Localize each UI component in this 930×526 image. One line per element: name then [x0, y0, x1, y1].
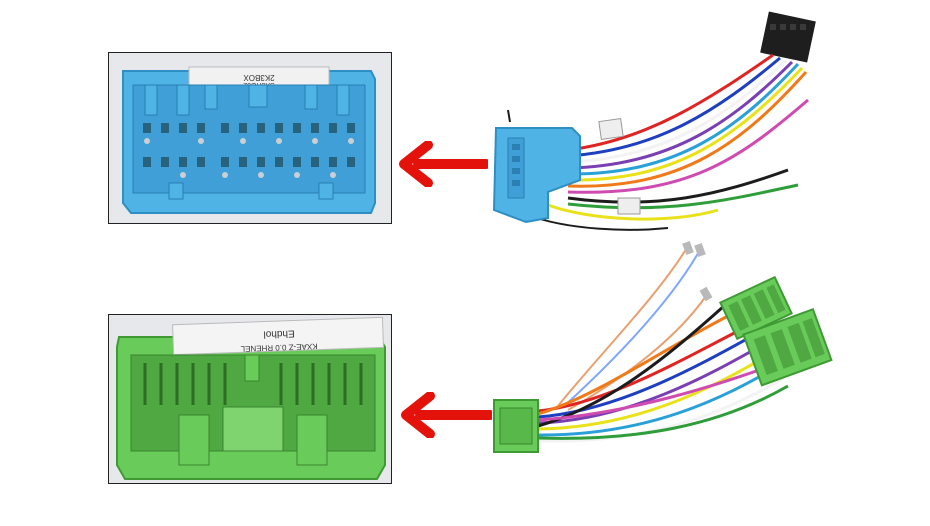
blue-connector-closeup-panel: 2K3BOX SX3HG02 — [108, 52, 392, 224]
blue-connector-closeup: 2K3BOX SX3HG02 — [122, 66, 376, 214]
label-line-1: 2K3BOX — [243, 73, 275, 82]
blue-wiring-harness — [488, 10, 818, 235]
green-wiring-harness — [488, 236, 833, 456]
green-connector-closeup-panel: Ehdhol KXAE-Z 0.0 RHENEL — [108, 314, 392, 484]
arrow-left-icon — [398, 140, 491, 188]
label-line-2: KXAE-Z 0.0 RHENEL — [240, 342, 318, 354]
arrow-left-icon — [400, 391, 495, 439]
green-connector-closeup: Ehdhol KXAE-Z 0.0 RHENEL — [116, 316, 386, 480]
label-line-1: Ehdhol — [263, 327, 295, 339]
